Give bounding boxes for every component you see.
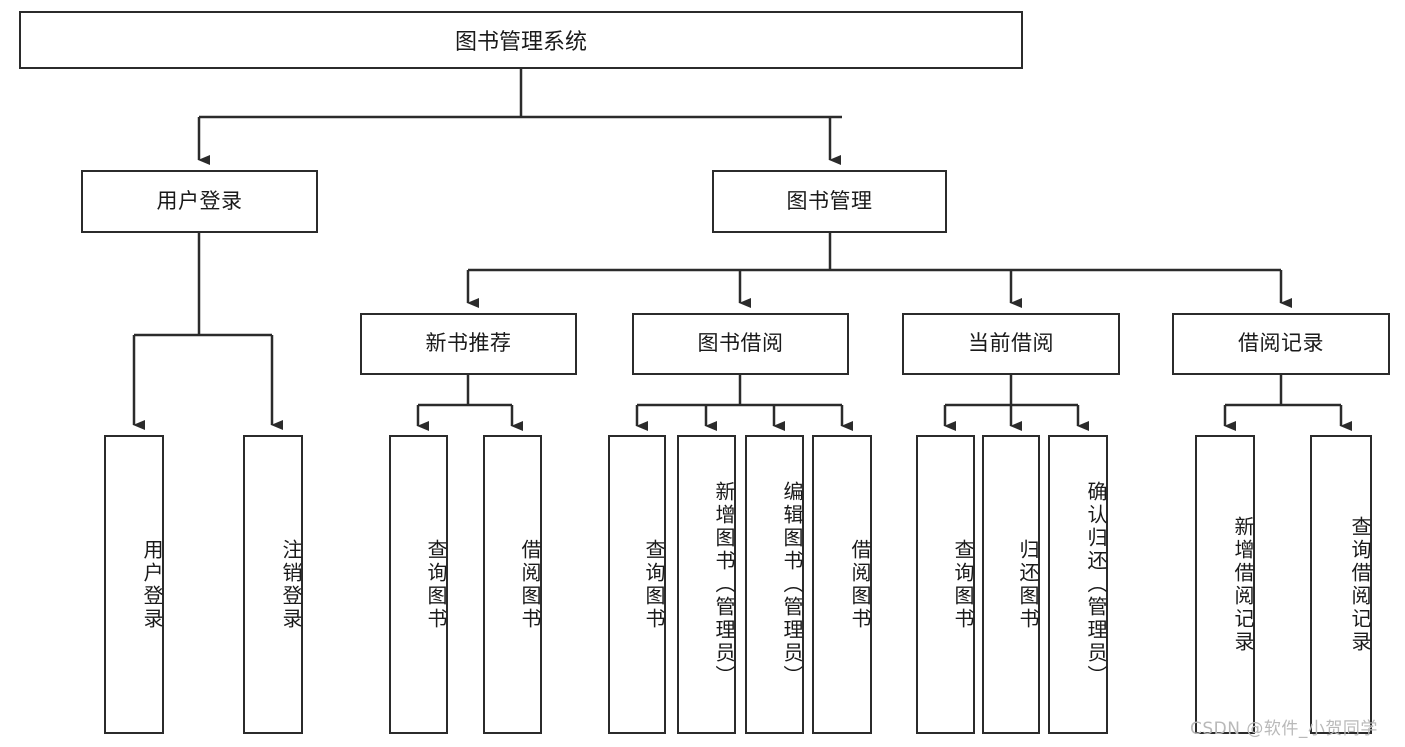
leaf-edit-book[interactable]: 编辑图书（管理员） (745, 435, 804, 734)
leaf-query-book-2[interactable]: 查询图书 (608, 435, 666, 734)
node-book-manage-label: 图书管理 (786, 188, 873, 213)
node-root-system[interactable]: 图书管理系统 (19, 11, 1023, 69)
leaf-borrow-book-2-label: 借阅图书 (848, 538, 872, 631)
leaf-query-book-3-label: 查询图书 (951, 538, 975, 631)
node-book-manage[interactable]: 图书管理 (712, 170, 947, 233)
node-current-borrow[interactable]: 当前借阅 (902, 313, 1120, 375)
node-new-book-recommend[interactable]: 新书推荐 (360, 313, 577, 375)
leaf-borrow-book-1-label: 借阅图书 (518, 538, 542, 631)
leaf-query-book-3[interactable]: 查询图书 (916, 435, 975, 734)
leaf-add-book-label: 新增图书（管理员） (712, 481, 736, 688)
leaf-add-record[interactable]: 新增借阅记录 (1195, 435, 1255, 734)
node-new-book-recommend-label: 新书推荐 (425, 331, 512, 356)
leaf-return-book-label: 归还图书 (1016, 538, 1040, 631)
leaf-add-book[interactable]: 新增图书（管理员） (677, 435, 736, 734)
leaf-logout-login[interactable]: 注销登录 (243, 435, 303, 734)
leaf-query-book-2-label: 查询图书 (642, 538, 666, 631)
node-user-login-label: 用户登录 (156, 188, 243, 213)
watermark-label: CSDN @软件_小贺同学 (1190, 719, 1378, 739)
node-root-system-label: 图书管理系统 (454, 30, 587, 55)
leaf-borrow-book-2[interactable]: 借阅图书 (812, 435, 872, 734)
node-borrow-record[interactable]: 借阅记录 (1172, 313, 1390, 375)
leaf-query-book-1[interactable]: 查询图书 (389, 435, 448, 734)
leaf-confirm-return-label: 确认归还（管理员） (1084, 481, 1108, 688)
leaf-user-login[interactable]: 用户登录 (104, 435, 164, 734)
leaf-query-book-1-label: 查询图书 (424, 538, 448, 631)
leaf-add-record-label: 新增借阅记录 (1231, 515, 1255, 654)
node-current-borrow-label: 当前借阅 (968, 331, 1054, 356)
leaf-return-book[interactable]: 归还图书 (982, 435, 1040, 734)
leaf-query-record-label: 查询借阅记录 (1348, 515, 1372, 654)
leaf-query-record[interactable]: 查询借阅记录 (1310, 435, 1372, 734)
leaf-user-login-label: 用户登录 (140, 538, 164, 631)
node-book-borrow[interactable]: 图书借阅 (632, 313, 849, 375)
leaf-logout-login-label: 注销登录 (279, 538, 303, 631)
node-user-login[interactable]: 用户登录 (81, 170, 318, 233)
leaf-borrow-book-1[interactable]: 借阅图书 (483, 435, 542, 734)
node-book-borrow-label: 图书借阅 (697, 331, 784, 356)
leaf-edit-book-label: 编辑图书（管理员） (780, 481, 804, 688)
node-borrow-record-label: 借阅记录 (1238, 331, 1324, 356)
leaf-confirm-return[interactable]: 确认归还（管理员） (1048, 435, 1108, 734)
